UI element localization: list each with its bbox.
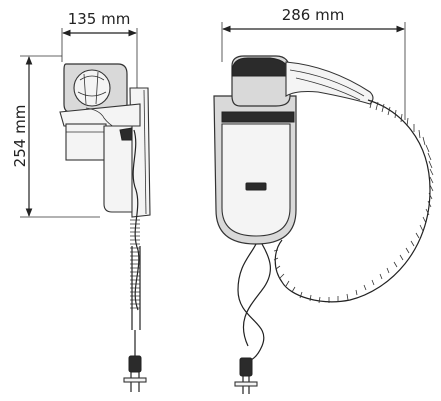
front-width-dimension: 286 mm — [221, 6, 406, 120]
front-view — [213, 55, 434, 394]
side-width-label: 135 mm — [68, 10, 131, 28]
front-width-label: 286 mm — [282, 6, 345, 24]
height-dimension: 254 mm — [11, 55, 100, 218]
height-label: 254 mm — [11, 105, 29, 168]
side-view — [59, 63, 151, 392]
